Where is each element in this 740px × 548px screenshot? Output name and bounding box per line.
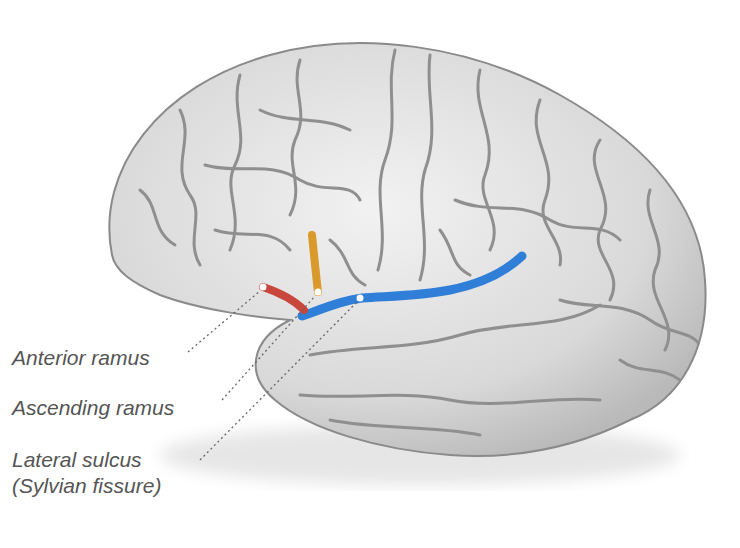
ascending-ramus: [312, 235, 318, 292]
part-label: Anterior ramus: [12, 345, 212, 371]
part-label: Lateral sulcus (Sylvian fissure): [12, 447, 202, 499]
anterior-ramus: [263, 287, 304, 310]
marker-dot: [357, 295, 364, 302]
marker-dot: [315, 289, 322, 296]
gyri: [140, 50, 700, 435]
part-label: Ascending ramus: [12, 395, 232, 421]
marker-dot: [260, 284, 267, 291]
lateral-sulcus: [302, 256, 522, 316]
brain-outline: [109, 43, 705, 456]
leader-lines: [188, 291, 357, 460]
